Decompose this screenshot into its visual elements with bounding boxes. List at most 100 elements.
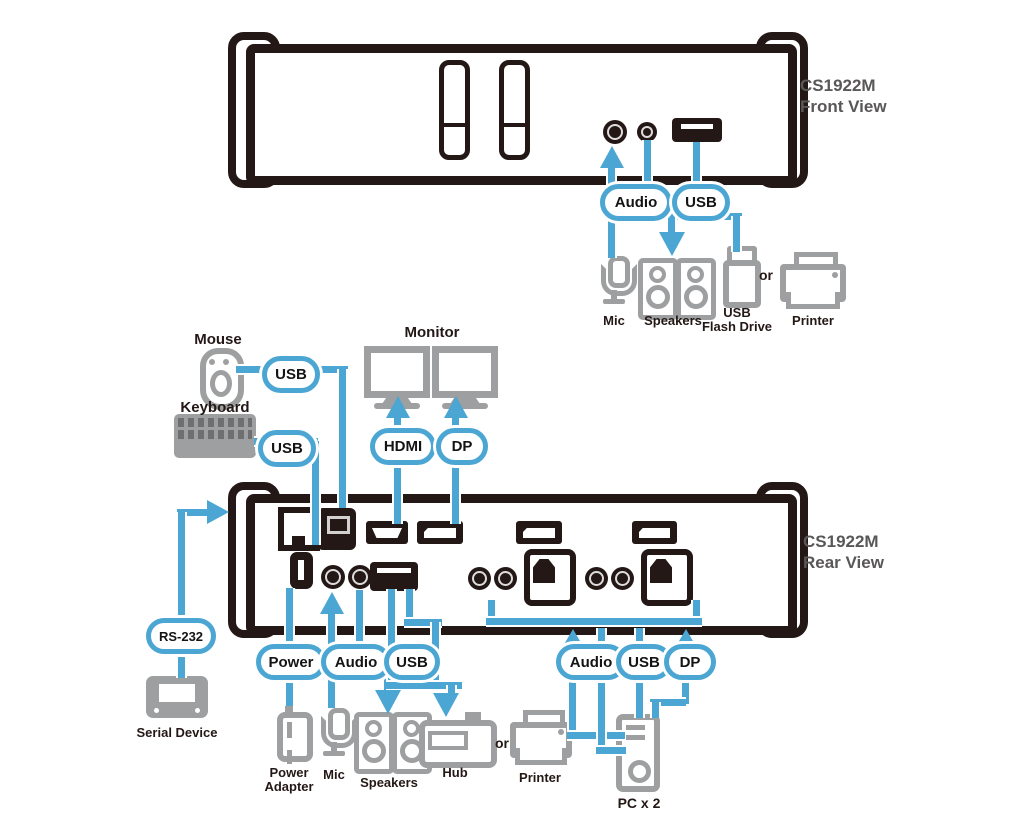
hub-label: Hub (442, 765, 468, 780)
pc-dp-cable (650, 697, 686, 708)
tweeter-right (403, 720, 420, 737)
hub-usb-cable (404, 617, 442, 628)
rear-mic-label: Mic (323, 767, 345, 782)
adapter-slot (287, 722, 292, 738)
usb-flash-drive-icon (722, 246, 761, 308)
rear-printer-icon (510, 710, 572, 766)
pc-audio-cable-2 (596, 745, 626, 756)
rear-mic-icon (316, 708, 357, 764)
mouse-label: Mouse (194, 331, 242, 348)
power-jack (290, 552, 313, 589)
pc2-mic-jack (585, 567, 608, 590)
pc-bus-stub-left (486, 600, 497, 626)
monitor-2 (432, 346, 498, 398)
hdmi-pill-text: HDMI (383, 438, 423, 455)
serial-port-notch (292, 536, 305, 545)
flash-drive-label-line1: USB (723, 305, 751, 320)
pc-label: PC x 2 (617, 795, 661, 811)
dp-cable (450, 453, 461, 524)
keyboard-usb-cable (310, 441, 321, 545)
front-usb-cable (691, 142, 702, 218)
pc2-dp-in-port (632, 521, 677, 544)
monitor-label: Monitor (404, 324, 460, 341)
pc1-mic-jack (468, 567, 491, 590)
hub-tab (465, 712, 481, 722)
keyboard-usb-pill-text: USB (271, 440, 303, 457)
speaker-arrow-down-icon (659, 232, 685, 256)
console-mic-jack (321, 565, 345, 589)
power-cable (284, 588, 295, 646)
mic-cable (606, 166, 617, 186)
mouse-palm (210, 370, 232, 397)
mic-base (603, 299, 625, 304)
rear-speaker-cable (354, 590, 365, 674)
speaker-cable (642, 140, 653, 220)
power-pill: Power (256, 644, 326, 680)
rear-speaker-arrow-down-icon (375, 690, 401, 714)
hdmi-out-port (366, 521, 408, 544)
rear-or-label: or (495, 735, 509, 751)
tweeter-left (649, 266, 666, 283)
dp-arrow-up-icon (444, 396, 468, 418)
dp-port-slot (523, 528, 555, 538)
dp-pill: DP (436, 428, 488, 465)
console-speaker-jack (348, 565, 372, 589)
mouse-button-dot-left (209, 359, 215, 365)
pc-bay-2 (626, 735, 645, 740)
front-usb-cable (731, 216, 742, 252)
printer-dot (558, 729, 564, 735)
usb-port-slot (377, 568, 411, 573)
button-led-divider (504, 123, 525, 127)
usb-b-inner (327, 516, 350, 534)
woofer-right (684, 285, 708, 309)
front-or-label: or (759, 267, 773, 283)
woofer-left (362, 739, 386, 763)
mouse-usb-cable (337, 369, 348, 508)
front-printer-icon (780, 252, 846, 310)
front-model-number: CS1922M (800, 76, 876, 95)
dp-pill-text: DP (451, 438, 473, 455)
rear-view-caption: Rear View (803, 552, 884, 572)
hub-usb-pill: USB (384, 644, 440, 680)
rear-speakers-icon (354, 712, 432, 774)
mic-arrow-up-icon (600, 146, 624, 168)
hub-usb-cable (446, 685, 457, 697)
mic-icon (596, 256, 637, 312)
mouse-button-dot-right (223, 359, 229, 365)
hdmi-cable (392, 453, 403, 524)
rs232-cable (176, 512, 187, 620)
serial-dot-right (195, 708, 200, 713)
keyboard-usb-pill: USB (258, 430, 316, 467)
power-adapter-icon (274, 702, 313, 764)
pc-bus-cable (486, 616, 702, 627)
keyboard-keys-row2 (178, 430, 252, 439)
port-select-button-1 (439, 60, 470, 160)
serial-dot-left (154, 708, 159, 713)
rear-speakers-label: Speakers (360, 775, 418, 790)
button-led-divider (444, 123, 465, 127)
usb-b-plug-shape (533, 559, 555, 583)
rear-audio-pill-text: Audio (334, 653, 378, 671)
pc-power-button (628, 760, 651, 783)
adapter-cable (287, 750, 292, 764)
pc1-usb-b-port (524, 549, 576, 606)
mic-base (323, 751, 345, 756)
pc-audio-pill-text: Audio (569, 653, 613, 671)
rs232-arrow-right-icon (207, 500, 229, 524)
adapter-prong (285, 702, 293, 714)
front-usb-port (672, 118, 722, 142)
hub-usb-cable (386, 680, 462, 691)
rear-mic-arrow-up-icon (320, 592, 344, 614)
pc-audio-pill: Audio (556, 644, 626, 680)
pc2-speaker-jack (611, 567, 634, 590)
rs232-cable (176, 643, 187, 678)
hub-usb-pill-text: USB (396, 653, 428, 671)
front-usb-pill: USB (672, 184, 730, 221)
mouse-usb-pill: USB (262, 356, 320, 393)
rs232-cable (177, 507, 209, 518)
pc1-dp-in-port (516, 521, 562, 544)
rear-printer-label: Printer (519, 770, 561, 785)
mouse-icon (198, 348, 244, 410)
front-usb-pill-text: USB (685, 194, 717, 211)
hdmi-port-slot (372, 528, 402, 538)
